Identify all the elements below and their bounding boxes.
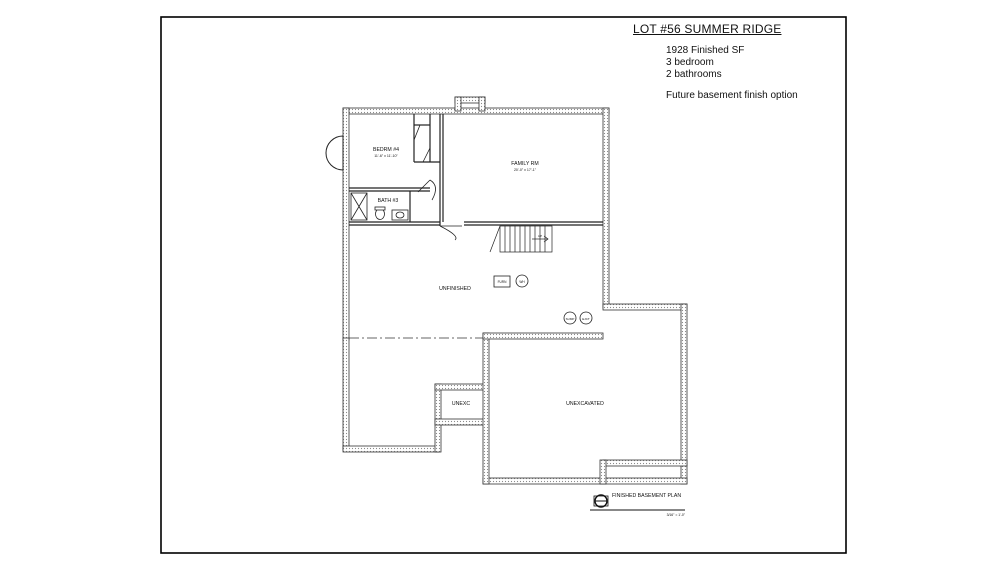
egress-window-well (325, 135, 344, 171)
stair-up-label: UP (538, 234, 542, 238)
title-block: LOT #56 SUMMER RIDGE (633, 22, 781, 36)
sump-label: SUMP (566, 317, 575, 321)
sheet-border (160, 16, 847, 554)
family-room-dims: 20'-0" x 17'-1" (514, 168, 537, 172)
plan-title-block: FINISHED BASEMENT PLAN 3/16" = 1'-0" (590, 493, 686, 517)
bath-label: BATH #3 (378, 198, 399, 204)
bathroom-count: 2 bathrooms (666, 69, 722, 80)
furnace-label: FURN (498, 280, 508, 284)
family-room-label: FAMILY RM (511, 161, 538, 167)
unexc-small-label: UNEXC (452, 401, 470, 407)
plan-scale: 3/16" = 1'-0" (667, 513, 686, 517)
future-finish-note: Future basement finish option (666, 90, 798, 101)
interior-walls (349, 114, 603, 226)
mechanical-equipment (493, 274, 593, 325)
door-swings (413, 124, 462, 241)
bedroom-label: BEDRM #4 (373, 147, 399, 153)
stair (489, 225, 553, 253)
bath-fixtures (350, 192, 409, 221)
lot-title: LOT #56 SUMMER RIDGE (633, 22, 782, 36)
unexcavated-label: UNEXCAVATED (566, 401, 604, 407)
plan-title: FINISHED BASEMENT PLAN (612, 493, 681, 499)
bedroom-dims: 11'-6" x 11'-10" (374, 154, 398, 158)
unfinished-label: UNFINISHED (439, 286, 471, 292)
finished-sf: 1928 Finished SF (666, 45, 745, 56)
ejector-label: EJCT (582, 317, 590, 321)
unexcavated-foundation-walls (482, 303, 688, 485)
water-heater-label: WH (519, 280, 525, 284)
upper-foundation-walls (342, 96, 610, 453)
bedroom-count: 3 bedroom (666, 57, 714, 68)
